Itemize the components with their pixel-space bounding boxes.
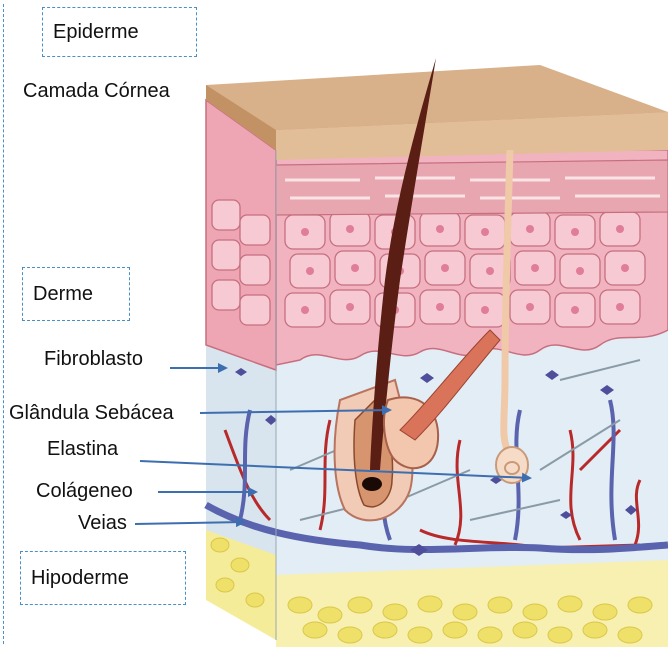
granular-layer: [276, 160, 668, 215]
hair-papilla: [362, 477, 382, 491]
